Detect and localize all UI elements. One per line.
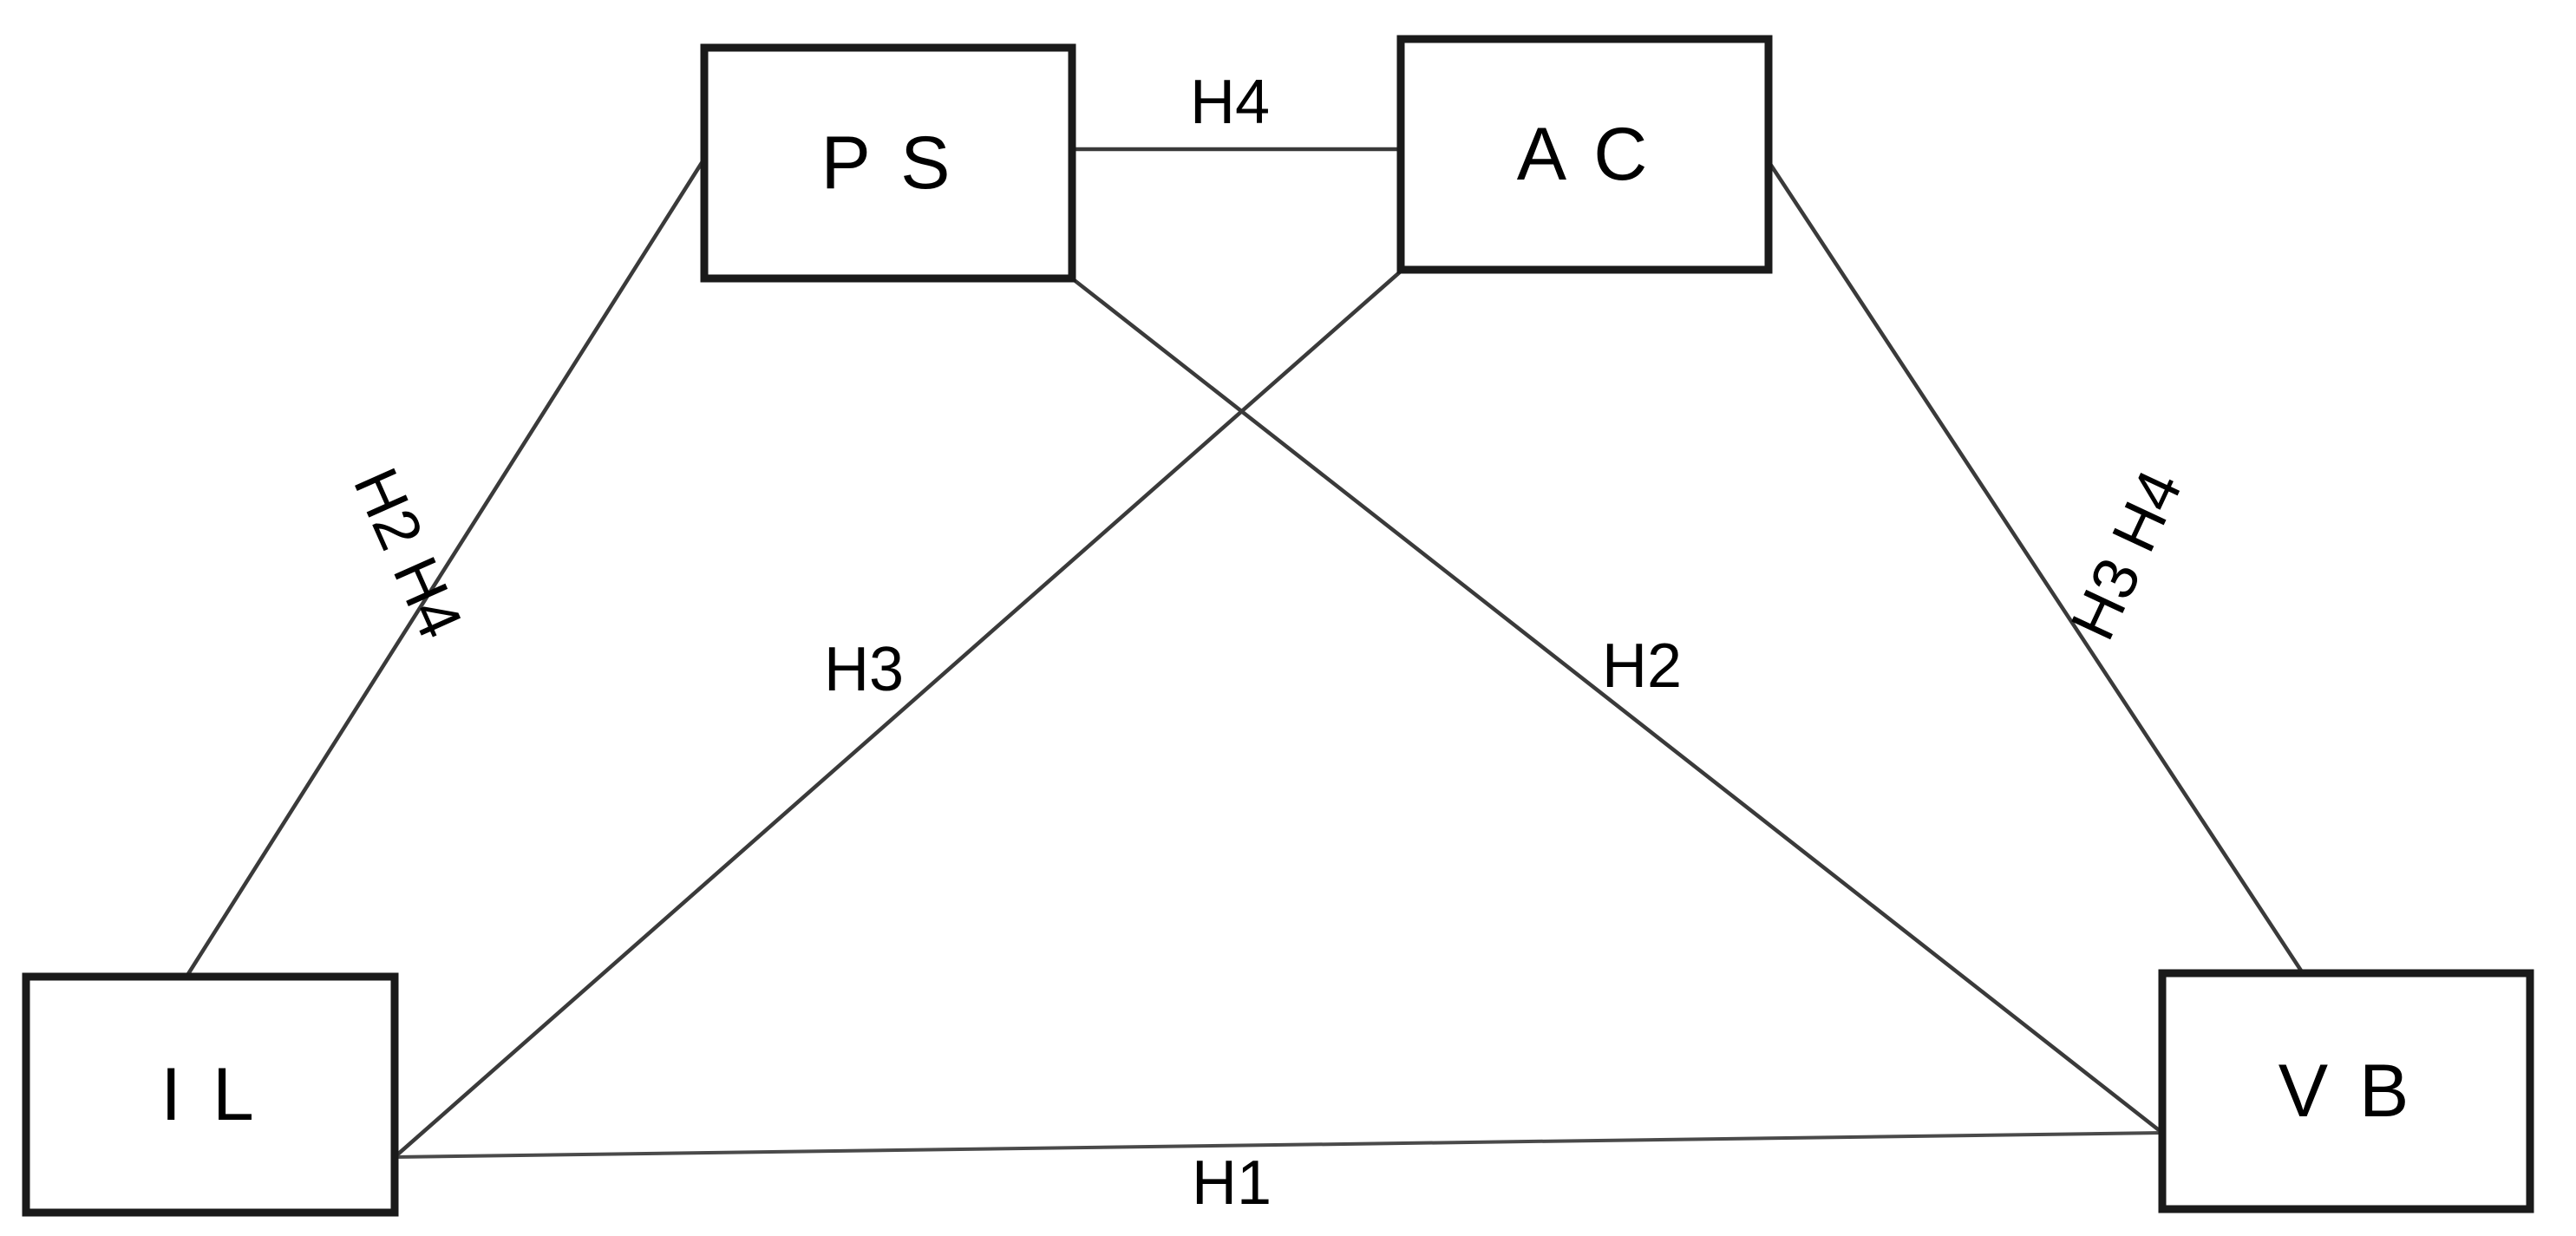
edge-label-il-vb: H1 xyxy=(1192,1148,1272,1218)
edge-ac-vb[interactable] xyxy=(1765,157,2305,975)
edge-label-ps-ac: H4 xyxy=(1190,68,1270,137)
edge-ps-vb[interactable] xyxy=(1070,277,2164,1135)
nodes-layer xyxy=(22,35,2534,1217)
edge-il-vb[interactable] xyxy=(394,1131,2163,1159)
edge-label-ps-vb: H2 xyxy=(1602,631,1682,701)
edges-layer xyxy=(185,147,2305,1159)
node-box-vb[interactable] xyxy=(2158,969,2534,1213)
node-box-il[interactable] xyxy=(22,972,399,1217)
node-box-ps[interactable] xyxy=(700,43,1076,283)
edge-il-ac[interactable] xyxy=(393,268,1404,1159)
edge-ps-il[interactable] xyxy=(185,157,706,978)
node-label-ps: P S xyxy=(821,121,955,205)
node-labels-layer: P S A C I L V B xyxy=(160,113,2415,1136)
node-label-ac: A C xyxy=(1517,113,1653,196)
node-box-ac[interactable] xyxy=(1396,35,1773,274)
node-label-vb: V B xyxy=(2279,1050,2415,1133)
edge-label-il-ac: H3 xyxy=(824,635,904,704)
edge-label-ac-vb: H3 H4 xyxy=(2058,461,2196,651)
edge-labels-layer: H4 H2 H4 H3 H4 H3 H2 H1 xyxy=(340,68,2195,1218)
node-label-il: I L xyxy=(160,1053,259,1136)
